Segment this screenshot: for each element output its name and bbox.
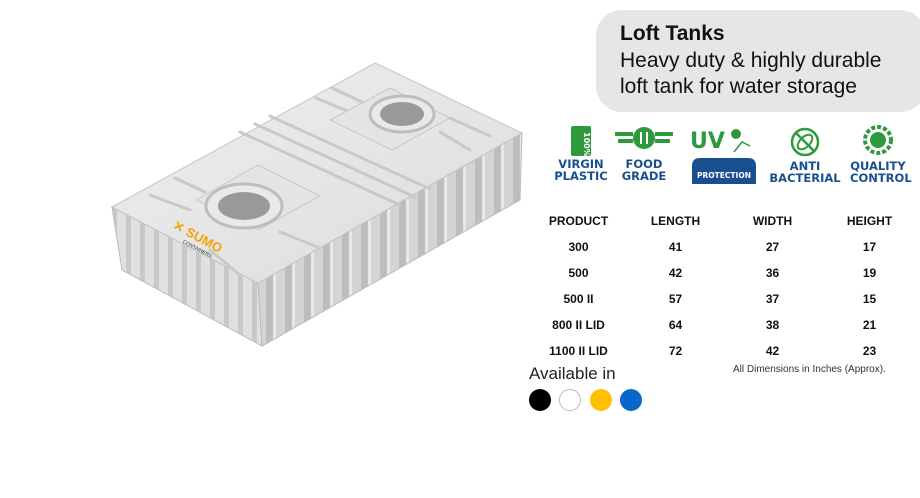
feature-label: CONTROL [850, 171, 912, 185]
column-header: WIDTH [752, 214, 793, 228]
subtitle-line-1: Heavy duty & highly durable [620, 49, 882, 72]
table-row: 300 41 27 17 [530, 234, 918, 260]
virgin-plastic-icon: 100% [571, 126, 591, 157]
feature-label: VIRGIN [558, 157, 604, 171]
feature-label: ANTI BACTERIAL [769, 159, 841, 185]
cell: 23 [862, 344, 877, 358]
color-swatch-blue [620, 389, 642, 411]
anti-bacterial-icon [790, 127, 820, 157]
cell: 41 [668, 240, 683, 254]
table-header-row: PRODUCT LENGTH WIDTH HEIGHT [530, 208, 918, 234]
subtitle-line-2: loft tank for water storage [620, 75, 857, 98]
svg-text:100%: 100% [582, 132, 591, 156]
dimensions-table: PRODUCT LENGTH WIDTH HEIGHT 300 41 27 17 50… [530, 208, 918, 364]
color-swatch-white [559, 389, 581, 411]
column-header: LENGTH [650, 214, 701, 228]
column-header: HEIGHT [846, 214, 893, 228]
cell: 800 II LID [552, 318, 605, 332]
cell: 15 [862, 292, 877, 306]
cell: 500 [568, 266, 589, 280]
cell: 64 [668, 318, 683, 332]
title-card: Loft Tanks Heavy duty & highly durable l… [596, 10, 920, 112]
feature-virgin-plastic: 100% VIRGIN PLASTIC [553, 124, 609, 182]
table-row: 500 II 57 37 15 [530, 286, 918, 312]
feature-label: PLASTIC [554, 169, 608, 183]
table-row: 500 42 36 19 [530, 260, 918, 286]
color-swatch-yellow [590, 389, 612, 411]
uv-protection-icon: UV PROTECTION [690, 129, 756, 184]
cell: 1100 II LID [549, 344, 608, 358]
loft-tank-image: ✕ SUMO CONTAINERS [110, 62, 524, 347]
column-header: PRODUCT [548, 214, 609, 228]
feature-uv-protection: UV PROTECTION [690, 124, 758, 188]
cell: 42 [668, 266, 683, 280]
svg-text:UV: UV [690, 129, 725, 154]
cell: 38 [765, 318, 780, 332]
feature-label: GRADE [621, 169, 667, 183]
cell: 37 [765, 292, 780, 306]
color-swatch-black [529, 389, 551, 411]
cell: 57 [668, 292, 683, 306]
feature-food-grade: FOOD GRADE [613, 124, 675, 182]
cell: 17 [862, 240, 877, 254]
feature-anti-bacterial: ANTI BACTERIAL [760, 124, 850, 184]
available-in-label: Available in [529, 364, 616, 383]
feature-label: FOOD [625, 157, 663, 171]
cell: 27 [765, 240, 780, 254]
cell: 500 II [563, 292, 594, 306]
table-row: 800 II LID 64 38 21 [530, 312, 918, 338]
feature-quality-control: QUALITY CONTROL [850, 124, 912, 185]
feature-label: QUALITY [850, 159, 906, 173]
cell: 72 [668, 344, 683, 358]
table-row: 1100 II LID 72 42 23 [530, 338, 918, 364]
cell: 19 [862, 266, 877, 280]
page-title: Loft Tanks [620, 22, 725, 45]
food-grade-icon [615, 127, 673, 149]
cell: 42 [765, 344, 780, 358]
quality-control-icon [863, 125, 893, 155]
cell: 21 [862, 318, 877, 332]
svg-text:PROTECTION: PROTECTION [697, 171, 751, 180]
cell: 300 [568, 240, 589, 254]
cell: 36 [765, 266, 780, 280]
dimensions-note: All Dimensions in Inches (Approx). [733, 364, 886, 375]
